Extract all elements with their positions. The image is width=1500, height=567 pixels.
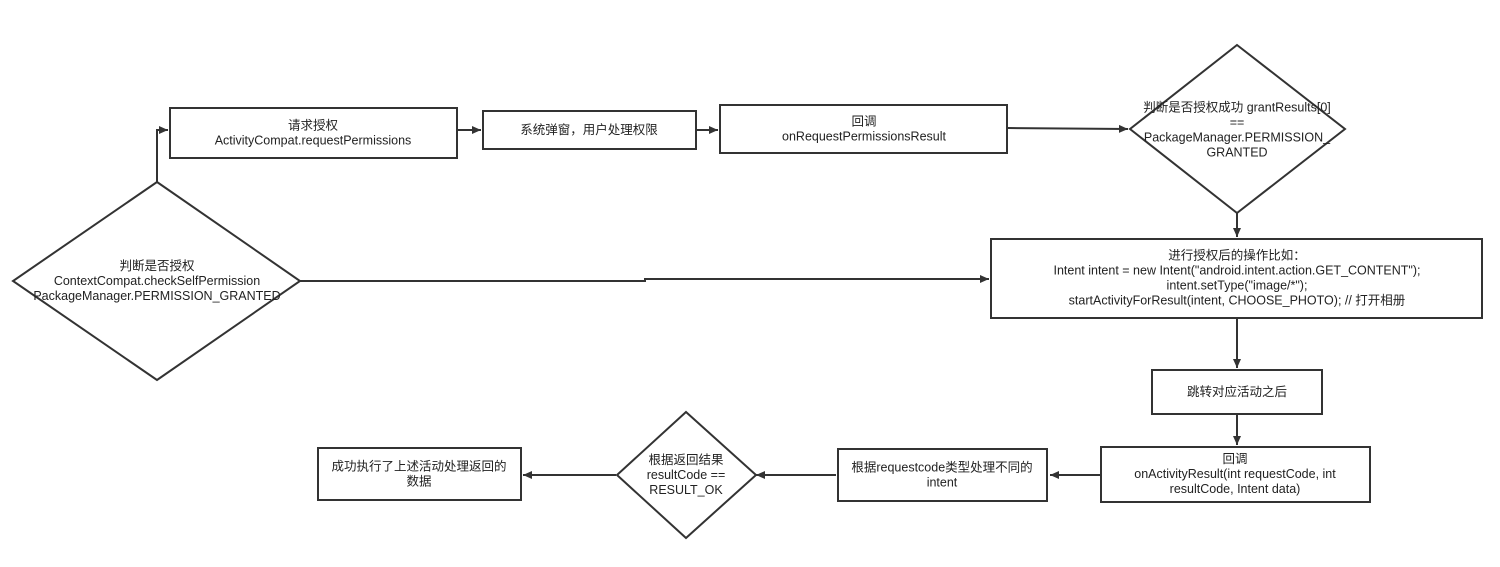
label-line: 请求授权 <box>288 118 339 133</box>
label-line: GRANTED <box>1206 146 1267 160</box>
label-line: 根据requestcode类型处理不同的 <box>851 460 1032 475</box>
label-line: PackageManager.PERMISSION_ <box>1144 131 1331 145</box>
label-line: 进行授权后的操作比如： <box>1168 248 1306 263</box>
edge-check-to-request <box>156 126 168 182</box>
node-check-granted: 判断是否授权成功 grantResults[0]==PackageManager… <box>1128 43 1347 215</box>
node-jump-activity-label: 跳转对应活动之后 <box>1187 384 1287 399</box>
node-success: 成功执行了上述活动处理返回的数据 <box>317 447 522 501</box>
node-check-granted-label: 判断是否授权成功 grantResults[0]==PackageManager… <box>1143 100 1331 160</box>
label-line: 判断是否授权成功 grantResults[0] <box>1143 100 1331 115</box>
node-system-dialog-label: 系统弹窗，用户处理权限 <box>520 122 658 137</box>
node-system-dialog: 系统弹窗，用户处理权限 <box>482 110 697 150</box>
label-line: 跳转对应活动之后 <box>1187 384 1287 399</box>
node-jump-activity: 跳转对应活动之后 <box>1151 369 1323 415</box>
label-line: 成功执行了上述活动处理返回的 <box>331 459 506 474</box>
label-line: resultCode, Intent data) <box>1170 482 1301 496</box>
label-line: onRequestPermissionsResult <box>782 130 946 144</box>
label-line: 数据 <box>406 474 431 489</box>
edge-callback-to-granted <box>1007 124 1129 133</box>
label-line: == <box>1230 116 1245 130</box>
label-line: intent.setType("image/*"); <box>1167 279 1308 293</box>
edge-check-to-after-grant <box>300 275 989 283</box>
label-line: 回调 <box>851 115 876 129</box>
label-line: 根据返回结果 <box>648 453 724 467</box>
label-line: PackageManager.PERMISSION_GRANTED <box>33 289 280 303</box>
label-line: ActivityCompat.requestPermissions <box>215 134 412 148</box>
label-line: 判断是否授权 <box>119 258 195 273</box>
label-line: onActivityResult(int requestCode, int <box>1134 467 1336 481</box>
node-after-grant: 进行授权后的操作比如：Intent intent = new Intent("a… <box>990 238 1483 319</box>
node-success-label: 成功执行了上述活动处理返回的数据 <box>331 459 506 489</box>
label-line: resultCode == <box>647 468 726 482</box>
label-line: startActivityForResult(intent, CHOOSE_PH… <box>1069 294 1406 308</box>
label-line: ContextCompat.checkSelfPermission <box>54 274 260 288</box>
node-after-grant-label: 进行授权后的操作比如：Intent intent = new Intent("a… <box>1053 248 1420 308</box>
label-line: Intent intent = new Intent("android.inte… <box>1053 264 1420 278</box>
label-line: 系统弹窗，用户处理权限 <box>520 122 658 137</box>
label-line: 回调 <box>1222 452 1247 466</box>
edges <box>156 124 1241 479</box>
label-line: RESULT_OK <box>649 483 723 497</box>
label-line: intent <box>927 476 958 490</box>
